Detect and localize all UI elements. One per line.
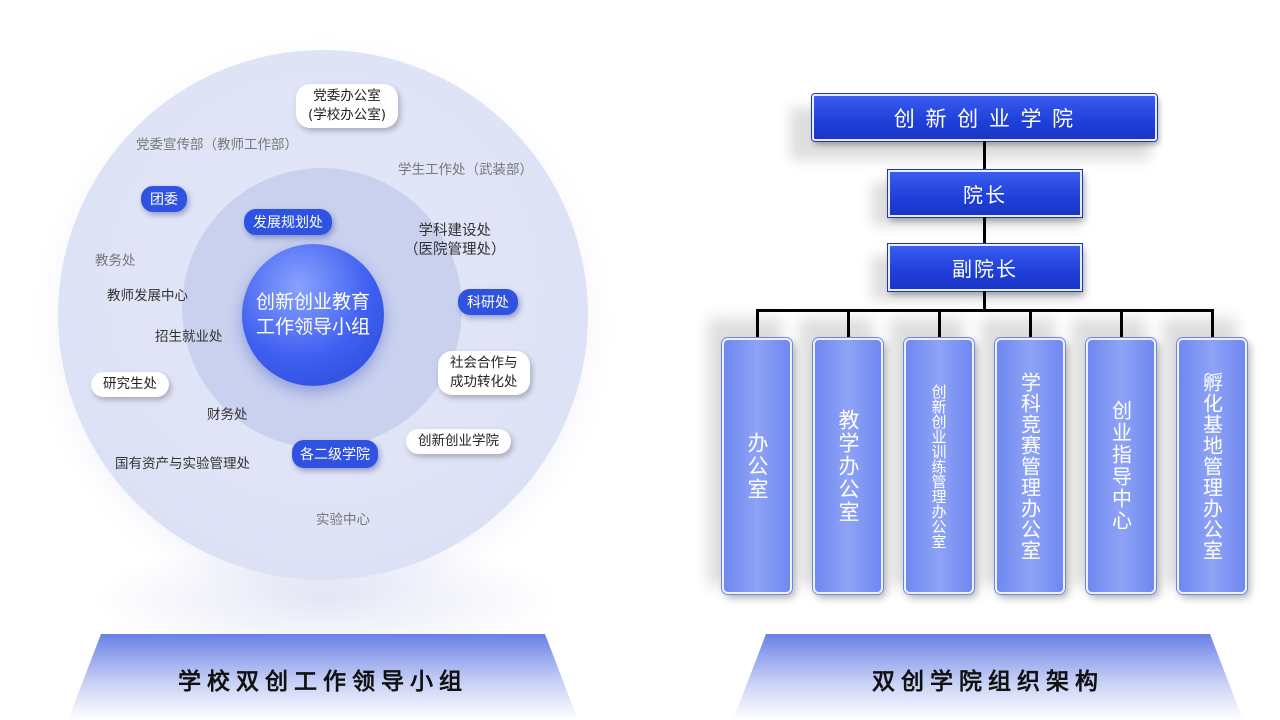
office-innovation-training: 创新创业训练管理办公室 bbox=[904, 338, 974, 594]
label-propaganda: 党委宣传部（教师工作部） bbox=[136, 137, 298, 153]
connector-office-4 bbox=[1029, 309, 1032, 339]
connector-office-6 bbox=[1211, 309, 1214, 339]
label-academic-affairs: 教务处 bbox=[95, 253, 136, 269]
pill-graduate: 研究生处 bbox=[91, 372, 169, 397]
node-vice-dean: 副院长 bbox=[888, 244, 1082, 291]
left-banner: 学校双创工作领导小组 bbox=[68, 634, 578, 720]
right-banner-shape bbox=[733, 634, 1243, 720]
label-assets: 国有资产与实验管理处 bbox=[115, 456, 250, 472]
core-title-line1: 创新创业教育 bbox=[255, 291, 370, 313]
office-entrepreneurship-guidance: 创业指导中心 bbox=[1086, 338, 1156, 594]
pill-league: 团委 bbox=[141, 186, 187, 212]
core-circle: 创新创业教育 工作领导小组 bbox=[242, 244, 384, 386]
pill-research: 科研处 bbox=[458, 289, 518, 315]
connector-office-5 bbox=[1120, 309, 1123, 339]
connector-office-1 bbox=[756, 309, 759, 339]
pill-colleges: 各二级学院 bbox=[292, 440, 378, 468]
office-teaching: 教学办公室 bbox=[813, 338, 883, 594]
office-incubator: 孵化基地管理办公室 bbox=[1177, 338, 1247, 594]
party-office-line2: (学校办公室) bbox=[308, 107, 387, 123]
node-innovation-college: 创 新 创 业 学 院 bbox=[812, 94, 1157, 141]
right-banner-title: 双创学院组织架构 bbox=[872, 668, 1104, 695]
label-lab-center: 实验中心 bbox=[316, 512, 370, 528]
connector-bus bbox=[756, 309, 1213, 312]
connector-office-3 bbox=[938, 309, 941, 339]
label-student-affairs: 学生工作处（武装部） bbox=[398, 162, 533, 178]
connector-dean-vice bbox=[983, 217, 986, 244]
party-office-line1: 党委办公室 bbox=[313, 88, 381, 104]
party-office-pill: 党委办公室 (学校办公室) bbox=[296, 84, 399, 128]
connector-top-dean bbox=[983, 141, 986, 171]
right-banner: 双创学院组织架构 bbox=[733, 634, 1243, 720]
label-finance: 财务处 bbox=[207, 407, 248, 423]
pill-social-cooperation: 社会合作与 成功转化处 bbox=[438, 351, 530, 395]
core-title-line2: 工作领导小组 bbox=[255, 316, 370, 338]
label-admissions: 招生就业处 bbox=[155, 329, 223, 345]
node-dean: 院长 bbox=[888, 170, 1082, 217]
office-general: 办公室 bbox=[722, 338, 792, 594]
label-teacher-dev: 教师发展中心 bbox=[107, 288, 188, 304]
pill-innovation-college: 创新创业学院 bbox=[406, 429, 511, 454]
connector-vice-bus bbox=[983, 291, 986, 310]
connector-office-2 bbox=[847, 309, 850, 339]
pill-planning: 发展规划处 bbox=[244, 209, 332, 235]
office-competition: 学科竞赛管理办公室 bbox=[995, 338, 1065, 594]
left-banner-shape bbox=[68, 634, 578, 720]
label-discipline: 学科建设处 （医院管理处） bbox=[404, 223, 506, 258]
left-banner-title: 学校双创工作领导小组 bbox=[178, 668, 468, 695]
